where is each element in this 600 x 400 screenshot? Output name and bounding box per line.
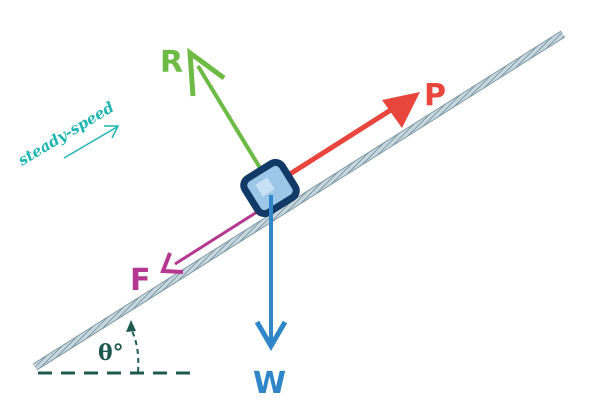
motion-arrow [63, 125, 120, 159]
push-label: P [424, 78, 446, 113]
block [240, 158, 300, 218]
push-arrow [288, 92, 420, 177]
angle-arc [126, 320, 140, 373]
motion-label: steady-speed [15, 98, 118, 170]
incline-surface [32, 30, 566, 371]
weight-arrow [254, 195, 288, 351]
friction-arrow [160, 203, 269, 274]
angle-label: θ° [98, 340, 124, 366]
reaction-label: R [160, 45, 183, 80]
friction-label: F [130, 263, 151, 298]
weight-label: W [253, 366, 286, 400]
